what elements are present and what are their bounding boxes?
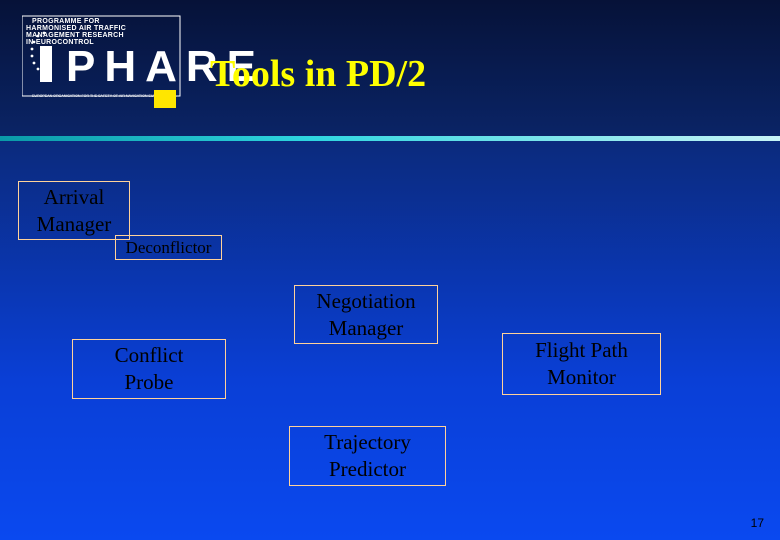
logo-stars-icon xyxy=(30,31,46,71)
logo-tagline: EUROPEAN ORGANISATION FOR THE SAFETY OF … xyxy=(32,94,177,98)
logo-frame-icon xyxy=(22,15,181,97)
slide-title: Tools in PD/2 xyxy=(210,53,427,95)
arrival-manager-label: Arrival Manager xyxy=(36,184,112,236)
conflict-probe-box: Conflict Probe xyxy=(72,339,226,399)
arrival-manager-box: Arrival Manager xyxy=(18,181,130,240)
deconflictor-label: Deconflictor xyxy=(125,237,212,257)
accent-square xyxy=(154,90,176,108)
phare-logo: PROGRAMME FOR HARMONISED AIR TRAFFIC MAN… xyxy=(22,14,256,114)
page-number: 17 xyxy=(750,516,764,530)
logo-line-4: IN EUROCONTROL xyxy=(26,39,94,46)
logo-wordmark: PHARE xyxy=(66,42,266,91)
logo-line-1: PROGRAMME FOR xyxy=(32,18,100,25)
logo-line-2: HARMONISED AIR TRAFFIC xyxy=(26,25,127,32)
flight-path-monitor-label: Flight Path Monitor xyxy=(535,338,628,389)
slide-header xyxy=(0,0,780,136)
trajectory-predictor-label: Trajectory Predictor xyxy=(324,430,411,481)
negotiation-manager-box: Negotiation Manager xyxy=(294,285,438,344)
negotiation-manager-label: Negotiation Manager xyxy=(316,288,416,340)
logo-line-3: MANAGEMENT RESEARCH xyxy=(26,32,124,39)
flight-path-monitor-box: Flight Path Monitor xyxy=(502,333,661,395)
header-divider xyxy=(0,136,780,141)
deconflictor-box: Deconflictor xyxy=(115,235,222,260)
conflict-probe-label: Conflict Probe xyxy=(114,343,184,394)
trajectory-predictor-box: Trajectory Predictor xyxy=(289,426,446,486)
